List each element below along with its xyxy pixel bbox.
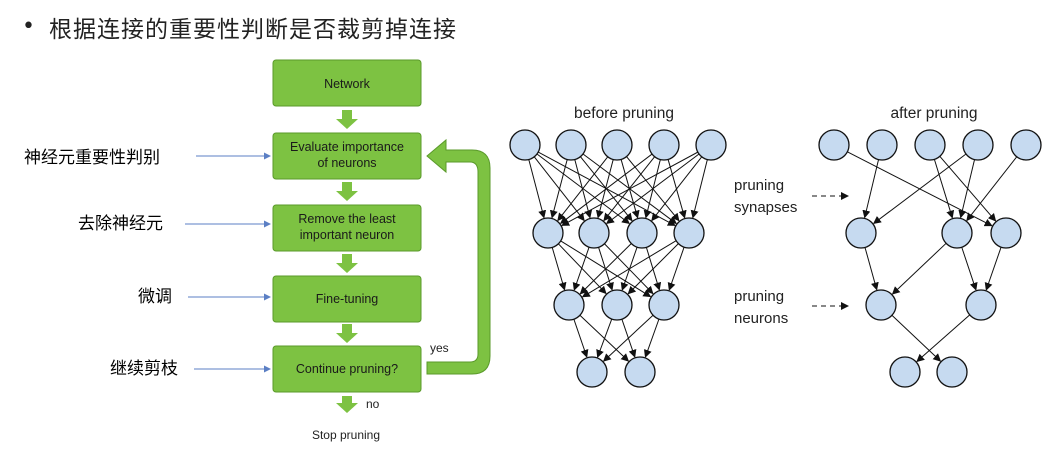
- pruning-synapses-line1: pruning: [734, 177, 784, 194]
- slide-heading: 根据连接的重要性判断是否裁剪掉连接: [48, 17, 457, 43]
- synapse-arrow: [549, 159, 568, 219]
- continue-label: Continue pruning?: [296, 362, 398, 376]
- neuron-node: [648, 129, 680, 161]
- neuron-node: [962, 129, 994, 161]
- neuron-node: [509, 129, 541, 161]
- yes-label: yes: [430, 341, 449, 355]
- synapse-arrow: [528, 159, 547, 219]
- side-label-remove: 去除神经元: [78, 214, 163, 234]
- pruning-neurons-line2: neurons: [734, 310, 788, 327]
- synapse-arrow: [602, 314, 654, 362]
- synapse-arrow: [891, 242, 947, 295]
- network-label: Network: [324, 77, 371, 91]
- synapse-arrow: [690, 159, 708, 219]
- continue-box: [272, 345, 422, 393]
- after-pruning-title: after pruning: [890, 105, 977, 122]
- neuron-node: [845, 217, 877, 249]
- down-arrow-icon: [336, 396, 358, 413]
- remove-label-line1: Remove the least: [298, 212, 396, 226]
- synapse-arrow: [551, 247, 567, 291]
- neuron-node: [889, 356, 921, 388]
- synapse-arrow: [862, 159, 880, 219]
- synapse-arrow: [864, 247, 879, 291]
- synapse-arrow: [961, 247, 978, 291]
- no-label: no: [366, 397, 380, 411]
- neuron-node: [941, 217, 973, 249]
- neuron-node: [936, 356, 968, 388]
- neuron-node: [626, 217, 658, 249]
- pruning-neurons-line1: pruning: [734, 288, 784, 305]
- synapse-arrow: [579, 243, 632, 295]
- before-pruning-network: [509, 129, 727, 388]
- neuron-node: [555, 129, 587, 161]
- synapse-arrow: [557, 156, 609, 222]
- side-label-evaluate: 神经元重要性判别: [24, 148, 160, 168]
- down-arrow-icon: [336, 110, 358, 129]
- down-arrow-icon: [336, 254, 358, 273]
- side-labels: 神经元重要性判别 去除神经元 微调 继续剪枝: [24, 148, 271, 379]
- synapse-arrow: [933, 159, 955, 219]
- neuron-node: [818, 129, 850, 161]
- down-arrow-icon: [336, 182, 358, 201]
- neuron-node: [673, 217, 705, 249]
- stop-label: Stop pruning: [312, 428, 380, 442]
- side-label-finetune: 微调: [138, 287, 172, 307]
- bullet-dot: •: [22, 14, 35, 39]
- neuron-node: [601, 289, 633, 321]
- evaluate-box: [272, 132, 422, 180]
- synapse-arrow: [595, 159, 614, 219]
- neuron-node: [648, 289, 680, 321]
- neuron-node: [695, 129, 727, 161]
- neuron-node: [576, 356, 608, 388]
- synapse-arrow: [572, 247, 590, 291]
- down-arrow-icon: [336, 324, 358, 343]
- neuron-node: [965, 289, 997, 321]
- pruning-synapses-line2: synapses: [734, 199, 797, 216]
- neuron-node: [601, 129, 633, 161]
- synapse-arrow: [872, 153, 967, 224]
- synapse-arrow: [966, 156, 1018, 222]
- neuron-node: [624, 356, 656, 388]
- remove-label-line2: important neuron: [300, 228, 395, 242]
- neuron-node: [1010, 129, 1042, 161]
- flowchart: Network Evaluate importance of neurons R…: [272, 59, 491, 442]
- synapse-arrow: [627, 243, 679, 295]
- before-pruning-title: before pruning: [574, 105, 674, 122]
- side-label-continue: 继续剪枝: [110, 359, 178, 379]
- evaluate-label-line2: of neurons: [317, 156, 376, 170]
- remove-box: [272, 204, 422, 252]
- title-line: • 根据连接的重要性判断是否裁剪掉连接: [22, 10, 457, 44]
- synapse-arrow: [573, 319, 589, 358]
- neuron-node: [914, 129, 946, 161]
- neuron-node: [532, 217, 564, 249]
- network-box: [272, 59, 422, 107]
- synapse-arrow: [916, 314, 971, 363]
- evaluate-label-line1: Evaluate importance: [290, 140, 404, 154]
- neuron-node: [866, 129, 898, 161]
- synapse-arrow: [667, 247, 685, 291]
- synapse-arrow: [891, 314, 942, 362]
- neuron-node: [990, 217, 1022, 249]
- synapse-arrow: [596, 318, 613, 358]
- synapse-arrow: [939, 156, 997, 222]
- after-pruning-network: [818, 129, 1042, 388]
- synapse-arrow: [581, 240, 677, 298]
- neuron-node: [553, 289, 585, 321]
- synapse-arrow: [561, 151, 699, 226]
- neuron-node: [578, 217, 610, 249]
- synapse-arrow: [605, 153, 700, 224]
- finetune-box: [272, 275, 422, 323]
- neuron-node: [865, 289, 897, 321]
- down-arrows: [336, 110, 358, 413]
- finetune-label: Fine-tuning: [316, 292, 379, 306]
- synapse-arrow: [643, 318, 660, 358]
- synapse-arrow: [984, 247, 1002, 291]
- synapse-arrow: [559, 153, 653, 224]
- synapse-arrow: [651, 156, 703, 222]
- loop-back-arrow: [426, 138, 491, 375]
